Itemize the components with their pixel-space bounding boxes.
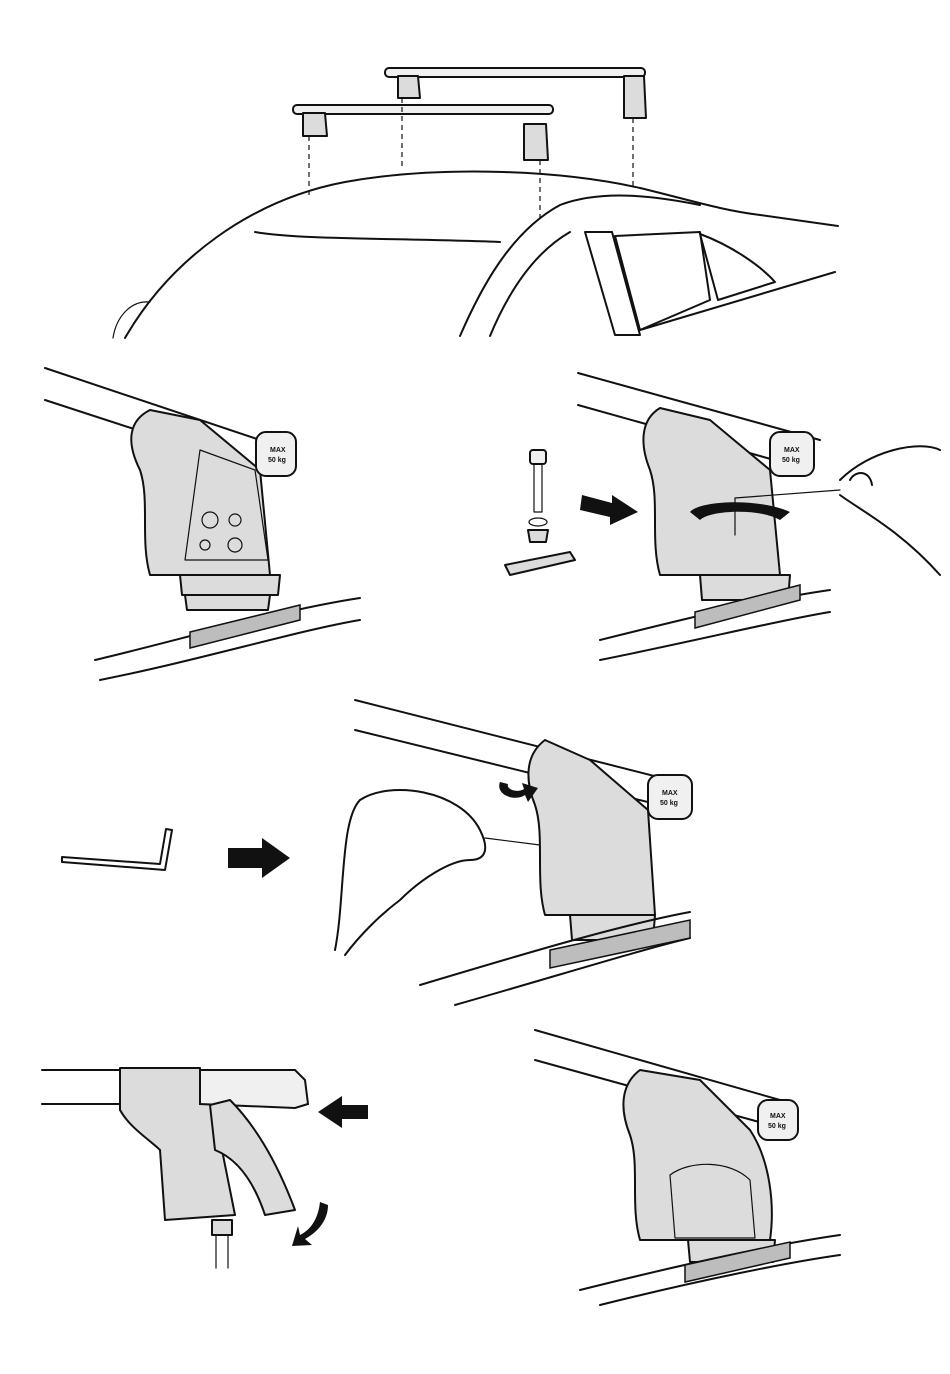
panel-allen-key: MAX 50 kg xyxy=(62,700,692,1005)
foot-bracket xyxy=(131,410,270,575)
allen-key-loose xyxy=(62,829,172,870)
arrow-right-icon-2 xyxy=(228,838,290,878)
clamp-plate xyxy=(505,552,575,575)
cap-max-label-3: MAX xyxy=(662,790,678,797)
car-roof-illustration xyxy=(113,172,838,338)
arrow-right-icon xyxy=(580,495,638,525)
cap-max-label-2: MAX xyxy=(784,447,800,454)
cap-max-label-4: MAX xyxy=(770,1113,786,1120)
cap-max-label: MAX xyxy=(270,447,286,454)
hand-2 xyxy=(335,790,485,955)
rotate-down-arrow-icon xyxy=(292,1202,328,1246)
panel-car-overview xyxy=(113,68,838,338)
panel-bolt-tightening: MAX 50 kg xyxy=(505,373,940,660)
panel-foot-placement: MAX 50 kg xyxy=(45,368,360,680)
panel-finished: MAX 50 kg xyxy=(535,1030,840,1305)
cap-weight-label: 50 kg xyxy=(268,457,286,464)
end-cap-1: MAX 50 kg xyxy=(256,432,296,476)
washer xyxy=(529,518,547,526)
cap-weight-label-4: 50 kg xyxy=(768,1123,786,1130)
cap-weight-label-2: 50 kg xyxy=(782,457,800,464)
arrow-left-icon xyxy=(318,1096,368,1128)
nut xyxy=(528,530,548,542)
hand xyxy=(840,446,940,575)
panel-side-cover xyxy=(42,1068,368,1268)
front-roof-bar xyxy=(293,105,553,160)
mount-guide-lines xyxy=(309,98,633,218)
cap-weight-label-3: 50 kg xyxy=(660,800,678,807)
bolt xyxy=(530,450,546,512)
